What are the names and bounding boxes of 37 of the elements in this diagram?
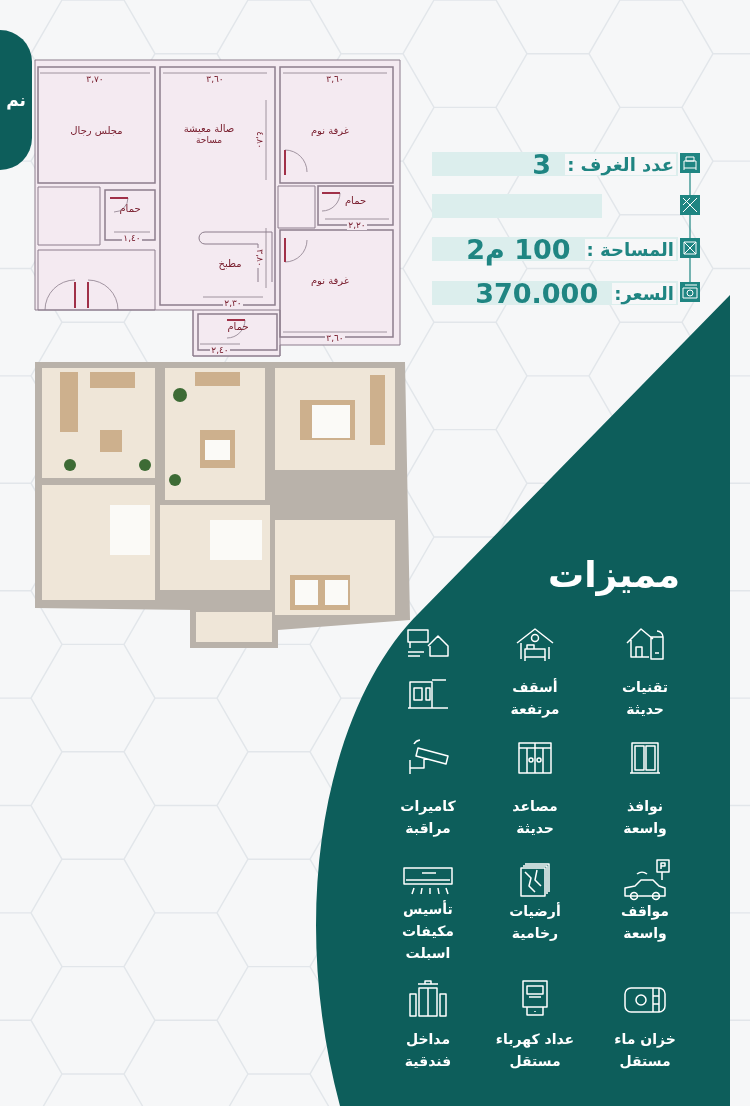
feature-label: مصاعد حديثة xyxy=(511,797,559,838)
kitchen-area: مطبخ xyxy=(205,246,255,280)
feature-label: مداخل فندقية xyxy=(403,1030,453,1071)
info-value: 370.000 xyxy=(475,277,599,309)
dimension-label: ٣,٨٠ xyxy=(255,248,265,268)
room: مجلس رجال xyxy=(42,82,151,178)
feature-label: تقنيات حديثة xyxy=(620,678,670,719)
section-heading: مميزات xyxy=(546,553,680,598)
info-label: عدد الغرف : xyxy=(565,153,676,175)
dimension-label: ٣,٧٠ xyxy=(85,74,105,84)
feature-label: مواقف واسعة xyxy=(619,902,671,944)
info-label: السعر: xyxy=(612,282,676,304)
info-bar xyxy=(432,152,678,176)
feature-label: تأسيس مكيفات اسبلت xyxy=(401,899,455,963)
room-label: صالة معيشة xyxy=(183,122,235,135)
info-bar xyxy=(432,281,678,305)
dimension-label: ٢,٣٠ xyxy=(223,298,243,308)
info-value: 3 xyxy=(532,148,552,180)
feature-label: كاميرات مراقبة xyxy=(399,797,457,839)
dimension-label: ٣,٦٠ xyxy=(325,333,345,343)
feature-label: نوافذ واسعة xyxy=(622,797,668,839)
dimension-label: ٣,٦٠ xyxy=(325,74,345,84)
feature-label: خزان ماء مستقل xyxy=(613,1030,677,1071)
dimension-label: ٤,٨٠ xyxy=(255,130,265,150)
dimension-label: ٣,٦٠ xyxy=(205,74,225,84)
feature-label: أسقف مرتفعة xyxy=(509,677,561,720)
info-bar xyxy=(432,194,602,218)
dimension-label: ٢,٤٠ xyxy=(210,345,230,355)
feature-label: أرضيات رخامية xyxy=(508,901,562,943)
feature-label: عداد كهرباء مستقل xyxy=(494,1030,576,1071)
room: غرفة نوم xyxy=(284,82,376,178)
dimension-label: ١,٤٠ xyxy=(122,233,142,243)
info-label: المساحة : xyxy=(584,238,676,260)
title-badge: نم xyxy=(0,30,32,170)
area-label: مساحة xyxy=(196,135,222,147)
info-value: 100 م2 xyxy=(466,233,571,265)
dimension-label: ٢,٢٠ xyxy=(347,220,367,230)
